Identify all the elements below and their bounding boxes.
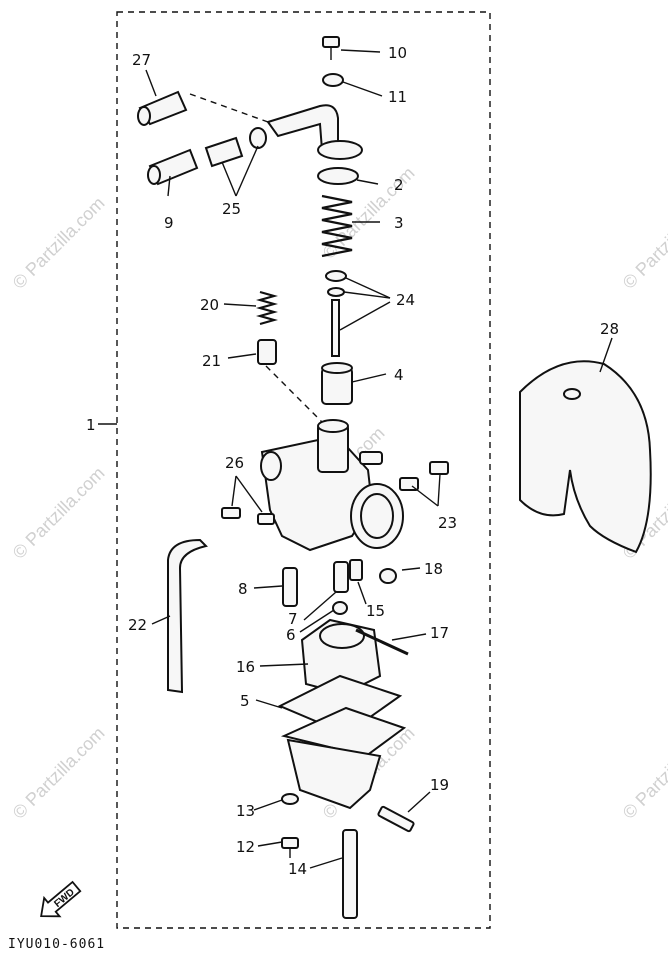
part-float-bowl [280,706,407,810]
callout-16: 16 [236,658,255,676]
watermark: © Partzilla.com [619,193,668,293]
part-tube-14 [342,829,358,919]
cover-hole [563,388,581,400]
callout-17: 17 [430,624,449,642]
part-jet-6 [332,601,348,615]
part-elbow-fitting [266,104,363,160]
part-washer-11 [322,73,344,87]
callout-9: 9 [164,214,174,232]
part-washer-13 [281,793,299,805]
callout-11: 11 [388,88,407,106]
callout-20: 20 [200,296,219,314]
callout-14: 14 [288,860,307,878]
callout-8: 8 [238,580,248,598]
callout-7: 7 [288,610,298,628]
part-cap-27 [137,90,188,126]
part-screw-12 [281,837,299,858]
hose-guide-line [189,93,269,123]
callout-26: 26 [225,454,244,472]
part-needle-24 [325,270,347,357]
callout-24: 24 [396,291,415,309]
callout-3: 3 [394,214,404,232]
part-screw-26 [221,507,275,525]
part-jet-7 [333,561,349,593]
part-tube-22 [167,538,208,694]
part-pin-17 [355,628,409,656]
part-fitting-25 [204,127,267,168]
callout-labels: 10 11 2 3 24 4 27 9 25 20 21 1 26 23 28 … [86,44,619,878]
callout-22: 22 [128,616,147,634]
callout-27: 27 [132,51,151,69]
watermark: © Partzilla.com [9,193,109,293]
callout-23: 23 [438,514,457,532]
fwd-arrow-icon: FWD [40,880,82,918]
callout-21: 21 [202,352,221,370]
leader-lines [98,49,613,869]
part-jet-15 [349,559,363,581]
callout-1: 1 [86,416,96,434]
assembly-boundary [116,11,491,929]
part-cap-9 [147,148,199,186]
part-carburetor-body [260,419,404,552]
part-spring-3 [321,194,353,258]
callout-12: 12 [236,838,255,856]
part-throttle-valve-4 [321,362,353,405]
part-screw-23 [399,461,449,491]
watermark: © Partzilla.com [9,463,109,563]
part-jet-8 [282,567,298,607]
callout-5: 5 [240,692,250,710]
callout-4: 4 [394,366,404,384]
part-screw-10 [322,36,340,60]
callout-15: 15 [366,602,385,620]
callout-13: 13 [236,802,255,820]
callout-28: 28 [600,320,619,338]
callout-2: 2 [394,176,404,194]
watermark: © Partzilla.com [9,723,109,823]
callout-19: 19 [430,776,449,794]
part-gasket-2 [317,167,359,185]
callout-10: 10 [388,44,407,62]
part-spring-20 [255,290,279,326]
part-cover-28 [519,360,652,554]
callout-25: 25 [222,200,241,218]
part-drain-screw-19 [377,805,415,833]
dash-21 [265,365,331,431]
part-float-16 [300,618,382,696]
callout-6: 6 [286,626,296,644]
callout-18: 18 [424,560,443,578]
watermark: © Partzilla.com [619,723,668,823]
part-plug-18 [379,568,397,584]
diagram-code: IYU010-6061 [8,937,105,952]
part-screw-21 [257,339,277,365]
